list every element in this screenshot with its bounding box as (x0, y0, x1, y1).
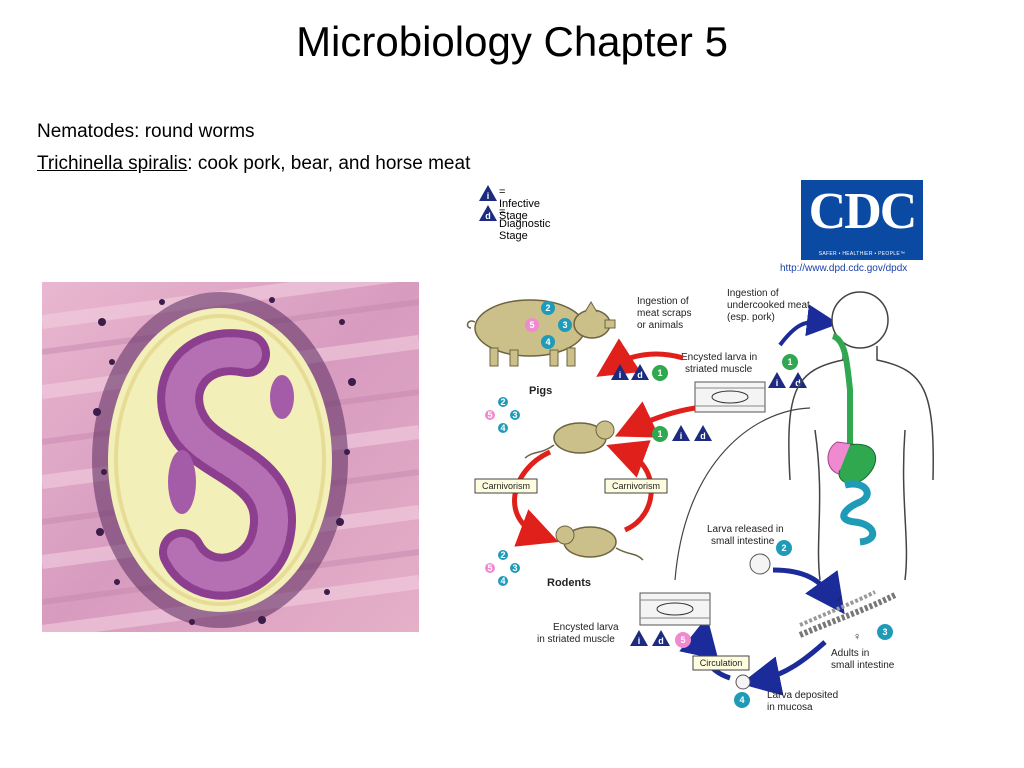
adults-line2: small intestine (831, 660, 895, 671)
trichinella-line: Trichinella spiralis: cook pork, bear, a… (37, 153, 470, 175)
carnivorism-right-label: Carnivorism (612, 481, 660, 491)
species-advice: : cook pork, bear, and horse meat (187, 153, 471, 174)
diagnostic-letter: d (485, 211, 491, 221)
rodent-top-stage-4: 4 (500, 423, 505, 433)
rodent-bottom-stage-3: 3 (512, 563, 517, 573)
stage-3-badge: 3 (882, 627, 887, 637)
rodent-top-stage-2: 2 (500, 397, 505, 407)
adults-line1: Adults in (831, 648, 869, 659)
cdc-url-link[interactable]: http://www.dpd.cdc.gov/dpdx (780, 263, 908, 274)
rodent-top-stage-3: 3 (512, 410, 517, 420)
circulation-label: Circulation (700, 658, 743, 668)
encysted-bottom-line2: in striated muscle (537, 634, 615, 645)
arrow-to-human (778, 304, 839, 347)
stage-2-badge: 2 (781, 543, 786, 553)
male-symbol: ♂ (835, 593, 843, 605)
rodent-top-stage-5: 5 (487, 410, 492, 420)
rodent-bottom-icon (555, 525, 644, 561)
rodent-bottom-mini-cycle: 2 3 4 5 (485, 550, 520, 586)
rodent-bottom-stage-2: 2 (500, 550, 505, 560)
infective-label: = Infective Stage (499, 186, 540, 222)
carnivorism-arrow-left (512, 449, 559, 547)
adult-worm-female (798, 592, 897, 638)
rodent-stage-badges: 1 i d (652, 425, 712, 442)
larva-released-icon (749, 553, 771, 575)
ingestion-pig-line1: Ingestion of (637, 296, 689, 307)
bottom-i-letter: i (638, 636, 641, 646)
arrow-to-rodent (614, 401, 696, 438)
rodent-stage-1: 1 (657, 429, 662, 439)
ingestion-human-line2: undercooked meat (727, 300, 810, 311)
larva-deposited-line2: in mucosa (767, 702, 813, 713)
human-stage-badges: 1 i d (768, 354, 807, 388)
larva-deposited-icon (735, 674, 751, 690)
bottom-stage-badges: i d 5 (630, 630, 691, 648)
rodent-d-letter: d (700, 431, 706, 441)
rodents-label: Rodents (547, 577, 591, 589)
pigs-label: Pigs (529, 385, 552, 397)
pig-i-letter: i (619, 370, 622, 380)
pig-d-letter: d (637, 370, 643, 380)
pig-stage-5: 5 (529, 320, 534, 330)
infective-triangle-icon: i (479, 185, 497, 201)
larva-released-line1: Larva released in (707, 524, 784, 535)
arrow-to-pig (596, 338, 684, 377)
rodent-i-letter: i (680, 431, 683, 441)
arrow-to-mucosa (740, 640, 827, 696)
stage-5-badge: 5 (680, 635, 685, 645)
cdc-tagline: SAFER • HEALTHIER • PEOPLE™ (818, 251, 906, 257)
larva-released-line2: small intestine (711, 536, 775, 547)
encysted-top-line1: Encysted larva in (681, 352, 757, 363)
rodent-top-icon (524, 420, 615, 459)
muscle-cyst-top (694, 381, 766, 413)
human-i-letter: i (776, 378, 779, 388)
encysted-top-line2: striated muscle (685, 364, 753, 375)
pig-stage-4: 4 (545, 337, 550, 347)
pig-mini-cycle: 2 3 4 5 (525, 301, 572, 349)
circulation-box (692, 655, 750, 671)
pig-stage-3: 3 (562, 320, 567, 330)
infective-letter: i (487, 191, 490, 201)
encysted-bottom-line1: Encysted larva (553, 622, 619, 633)
rodent-bottom-stage-5: 5 (487, 563, 492, 573)
pig-icon (466, 299, 616, 367)
diagnostic-triangle-icon: d (479, 205, 497, 221)
cdc-logo: CDC SAFER • HEALTHIER • PEOPLE™ (801, 180, 923, 260)
rodent-top-mini-cycle: 2 3 4 5 (485, 397, 520, 433)
ingestion-pig-line3: or animals (637, 320, 683, 331)
slide-title: Microbiology Chapter 5 (296, 18, 728, 65)
micrograph-image (42, 282, 419, 632)
rodent-bottom-stage-4: 4 (500, 576, 505, 586)
carnivorism-right-box (604, 478, 668, 494)
pig-stage-1: 1 (657, 368, 662, 378)
female-symbol: ♀ (853, 631, 861, 643)
ingestion-pig-line2: meat scraps (637, 308, 691, 319)
arrow-to-adults (772, 567, 845, 615)
carnivorism-left-label: Carnivorism (482, 481, 530, 491)
carnivorism-left-box (474, 478, 538, 494)
diagnostic-label: = Diagnostic Stage (499, 206, 551, 242)
pig-stage-2: 2 (545, 303, 550, 313)
pointer-line-muscle (674, 407, 811, 581)
ingestion-human-line3: (esp. pork) (727, 312, 775, 323)
larva-deposited-line1: Larva deposited (767, 690, 838, 701)
muscle-cyst-bottom (639, 592, 711, 626)
nematodes-line: Nematodes: round worms (37, 121, 255, 142)
ingestion-human-line1: Ingestion of (727, 288, 779, 299)
cdc-logo-text: CDC (808, 183, 918, 240)
bottom-d-letter: d (658, 636, 664, 646)
human-d-letter: d (795, 378, 801, 388)
lifecycle-diagram: Pigs 2 3 4 5 Ingestion of meat scraps or… (466, 288, 934, 713)
human-body-icon (788, 291, 934, 581)
stage-4-badge: 4 (739, 695, 744, 705)
human-stage-1: 1 (787, 357, 792, 367)
pig-stage-badges: i d 1 (611, 364, 668, 381)
species-name: Trichinella spiralis (37, 153, 188, 174)
